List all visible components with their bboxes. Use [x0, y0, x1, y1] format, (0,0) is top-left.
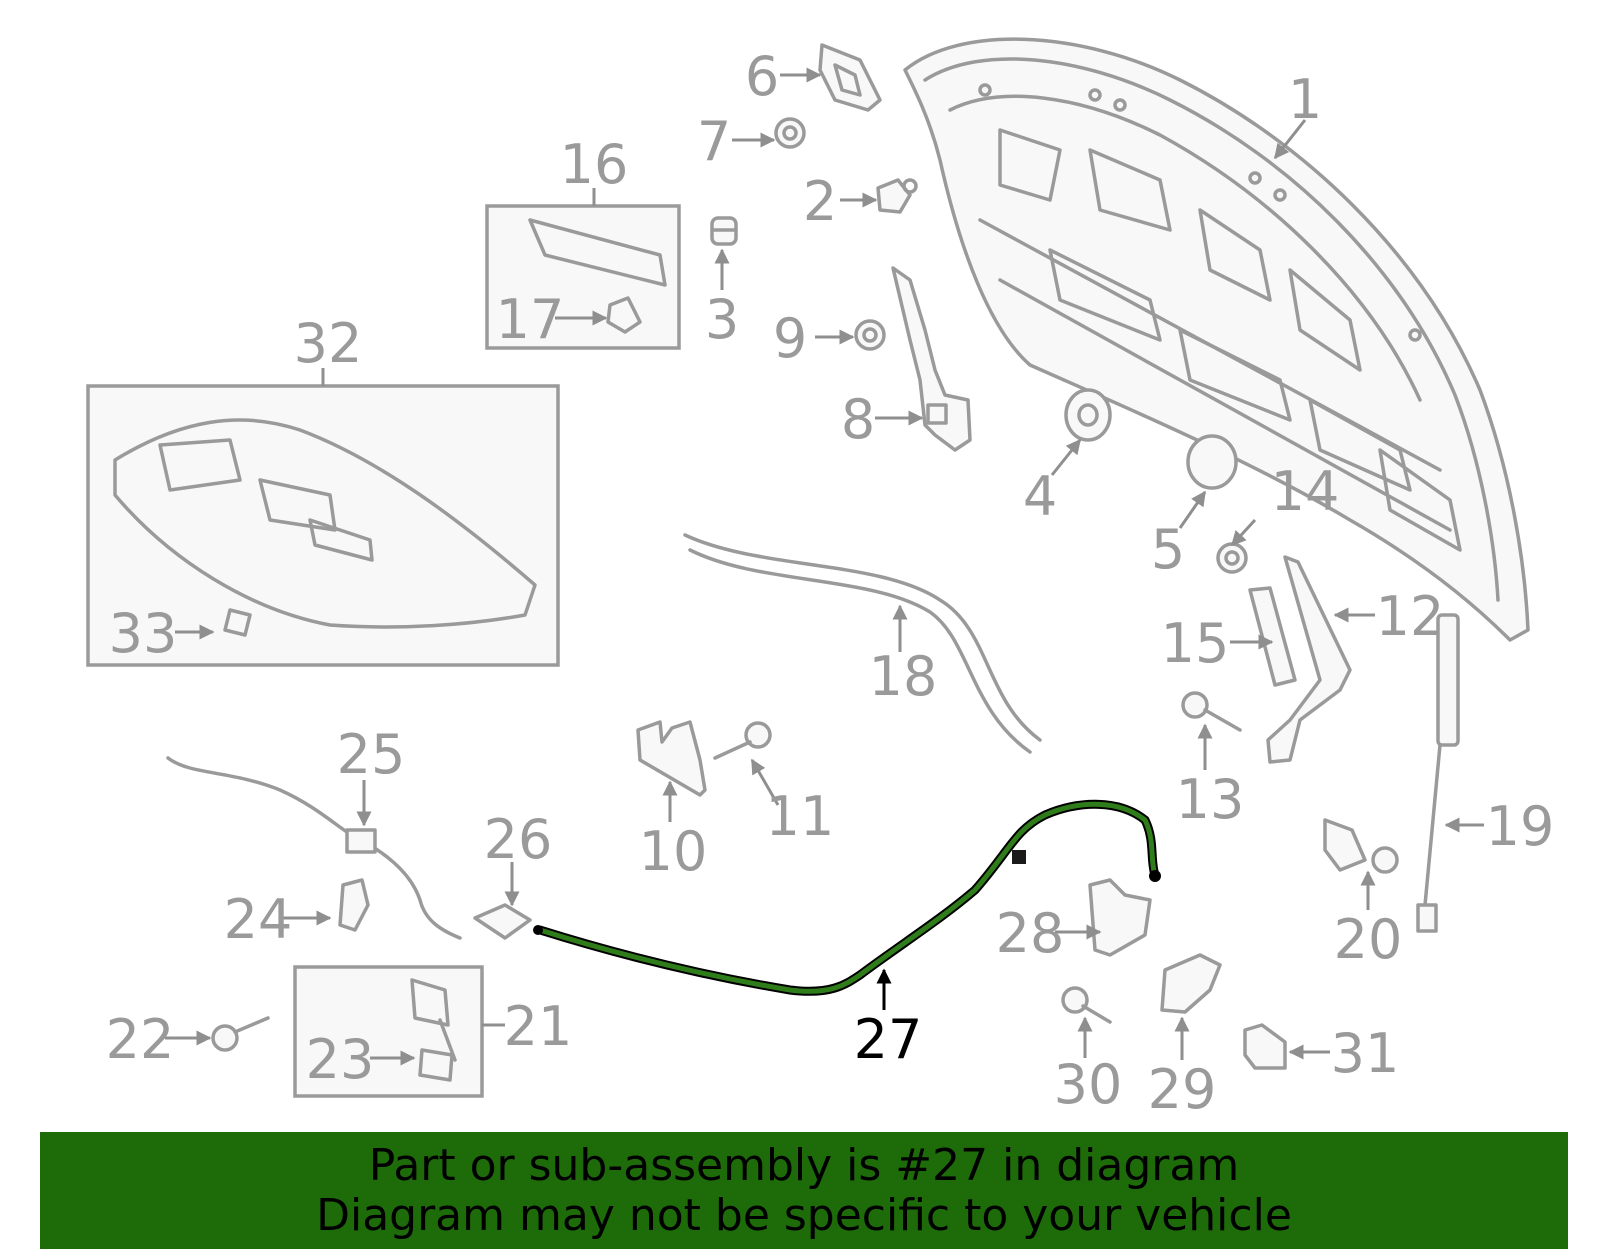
callout-32: 32 [294, 312, 363, 375]
callout-13: 13 [1176, 768, 1245, 831]
info-banner: Part or sub-assembly is #27 in diagram D… [40, 1132, 1568, 1249]
callout-25: 25 [337, 723, 406, 786]
callout-labels: 1 2 3 4 5 6 7 8 9 10 11 12 13 14 15 16 1… [106, 45, 1555, 1121]
callout-8: 8 [841, 388, 875, 451]
callout-30: 30 [1054, 1053, 1123, 1116]
callout-22: 22 [106, 1008, 175, 1071]
callout-11: 11 [766, 785, 835, 848]
banner-line-2: Diagram may not be specific to your vehi… [316, 1189, 1292, 1241]
part-5-grommet [1186, 434, 1238, 490]
part-11-bolt [713, 721, 772, 760]
callout-23: 23 [306, 1028, 375, 1091]
callout-9: 9 [773, 307, 807, 370]
callout-31: 31 [1331, 1022, 1400, 1085]
callout-20: 20 [1334, 908, 1403, 971]
part-13-bolt [1181, 691, 1242, 732]
leader-lines [165, 67, 1484, 1066]
part-7-nut [774, 117, 806, 149]
callout-6: 6 [745, 45, 779, 108]
callout-2: 2 [803, 170, 837, 233]
part-4-grommet [1064, 388, 1112, 442]
callout-26: 26 [484, 808, 553, 871]
box-21 [293, 965, 484, 1098]
callout-4: 4 [1023, 465, 1057, 528]
part-12-bracket [1266, 555, 1352, 764]
part-6-bumper [818, 43, 882, 112]
callout-19: 19 [1486, 795, 1555, 858]
part-19-strut [1416, 613, 1460, 933]
callout-29: 29 [1148, 1058, 1217, 1121]
callout-14: 14 [1271, 460, 1340, 523]
callout-21: 21 [504, 995, 573, 1058]
callout-18: 18 [869, 645, 938, 708]
callout-5: 5 [1151, 518, 1185, 581]
banner-line-1: Part or sub-assembly is #27 in diagram [368, 1139, 1240, 1191]
callout-17: 17 [496, 288, 565, 351]
part-15-seal [1248, 586, 1297, 687]
callout-28: 28 [996, 902, 1065, 965]
part-2-bumper-stop [876, 178, 918, 214]
box-16 [485, 204, 681, 350]
part-30-bolt [1061, 986, 1112, 1024]
part-28-bracket [1088, 878, 1152, 957]
callout-7: 7 [697, 110, 731, 173]
part-27-release-cable [533, 799, 1161, 996]
callout-15: 15 [1161, 612, 1230, 675]
part-31-clip [1243, 1023, 1287, 1070]
part-25-cable [166, 756, 462, 940]
callout-27: 27 [854, 1008, 923, 1071]
callout-3: 3 [705, 288, 739, 351]
callout-1: 1 [1288, 68, 1322, 131]
part-18-seal [683, 533, 1042, 754]
part-1-hood [903, 37, 1530, 642]
callout-12: 12 [1376, 585, 1445, 648]
part-14-nut [1216, 542, 1248, 574]
callout-33: 33 [109, 602, 178, 665]
part-3-stop [710, 216, 738, 246]
part-8-hinge [891, 266, 972, 452]
callout-10: 10 [639, 820, 708, 883]
callout-24: 24 [224, 888, 293, 951]
part-20-ball-stud [1323, 818, 1399, 874]
part-26-clip [473, 903, 532, 940]
part-29-bracket [1160, 953, 1222, 1014]
part-24-clip [338, 878, 370, 932]
part-10-bracket [636, 720, 707, 797]
box-32 [86, 384, 560, 667]
part-22-bolt [211, 1016, 270, 1052]
callout-16: 16 [560, 133, 629, 196]
part-9-nut [854, 319, 886, 351]
